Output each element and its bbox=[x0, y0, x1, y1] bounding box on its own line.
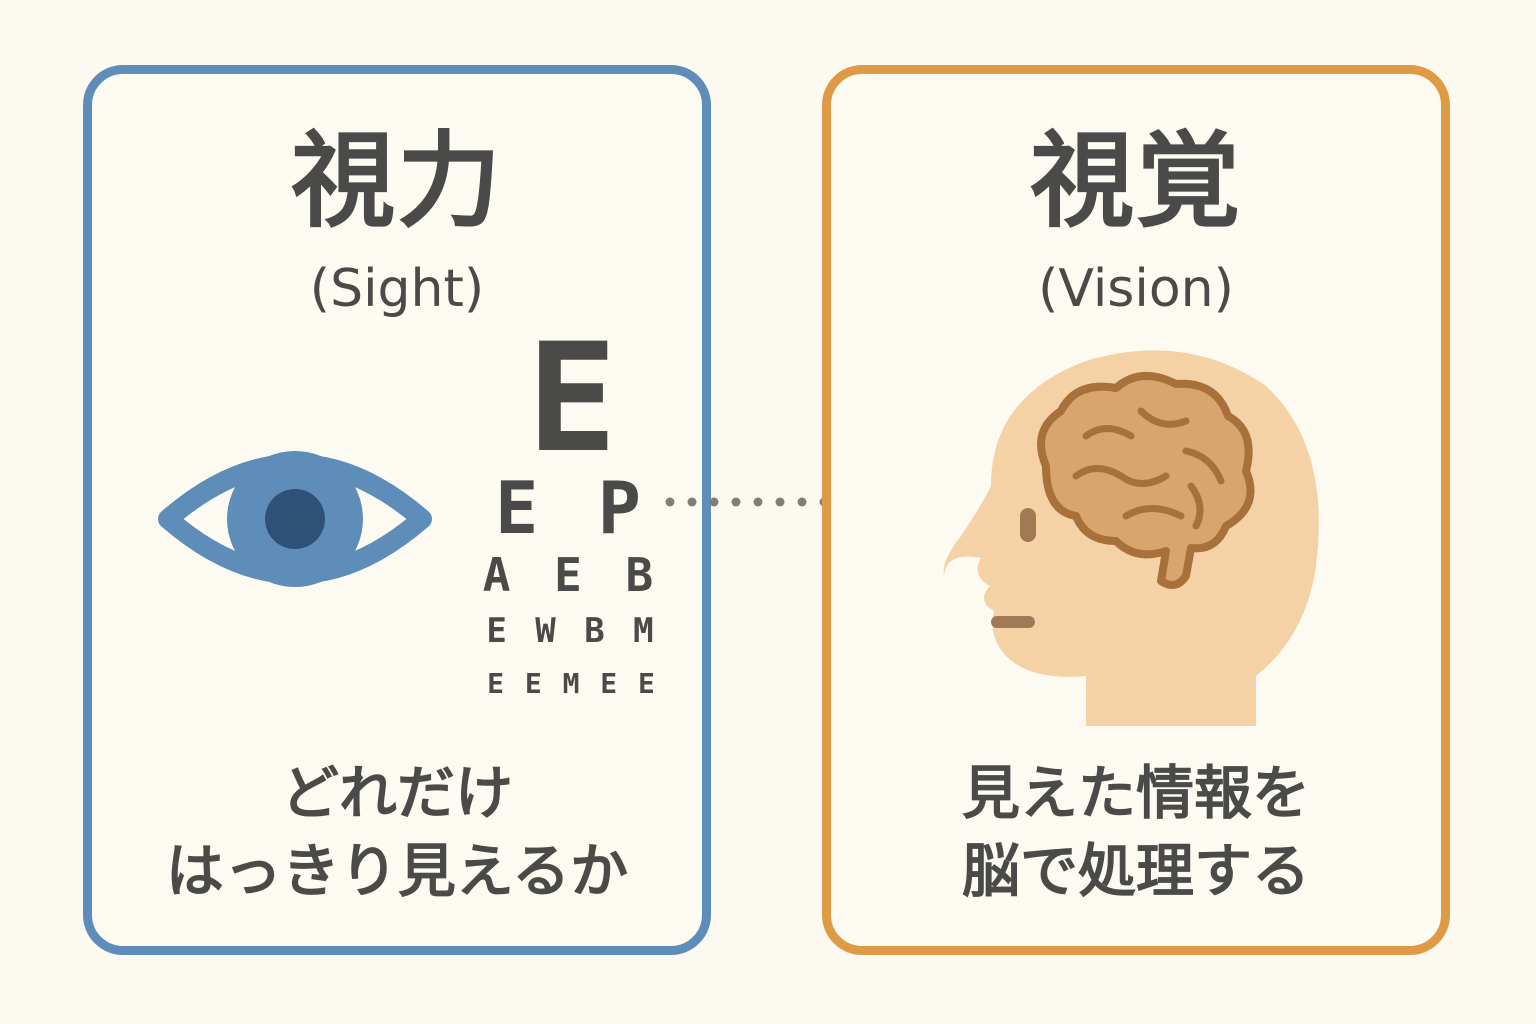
head-with-brain-icon bbox=[943, 350, 1319, 726]
vision-title: 視覚 bbox=[1029, 120, 1242, 242]
vision-panel: 視覚 (Vision) 見えた情報を 脳で処理する bbox=[822, 65, 1450, 955]
sight-title: 視力 bbox=[290, 120, 503, 242]
sight-panel: 視力 (Sight) E E P A E B E W B M E E M E E… bbox=[83, 65, 711, 955]
eye-chart-row-2: E P bbox=[494, 466, 650, 550]
eye-chart-row-3: A E B bbox=[482, 548, 662, 602]
eye-chart-row-5: E E M E E bbox=[487, 667, 657, 700]
vision-caption-line-2: 脳で処理する bbox=[961, 837, 1310, 905]
sight-caption: どれだけ はっきり見えるか bbox=[92, 754, 702, 910]
sight-caption-line-1: どれだけ bbox=[280, 759, 513, 827]
eye-chart-row-1: E bbox=[526, 312, 618, 486]
eye-chart-row-4: E W B M bbox=[486, 611, 658, 651]
sight-subtitle: (Sight) bbox=[309, 259, 485, 319]
vision-caption-line-1: 見えた情報を bbox=[961, 759, 1310, 827]
eye-icon bbox=[158, 451, 432, 587]
vision-subtitle: (Vision) bbox=[1038, 259, 1234, 319]
sight-caption-line-2: はっきり見えるか bbox=[165, 837, 629, 905]
vision-caption: 見えた情報を 脳で処理する bbox=[831, 754, 1441, 910]
